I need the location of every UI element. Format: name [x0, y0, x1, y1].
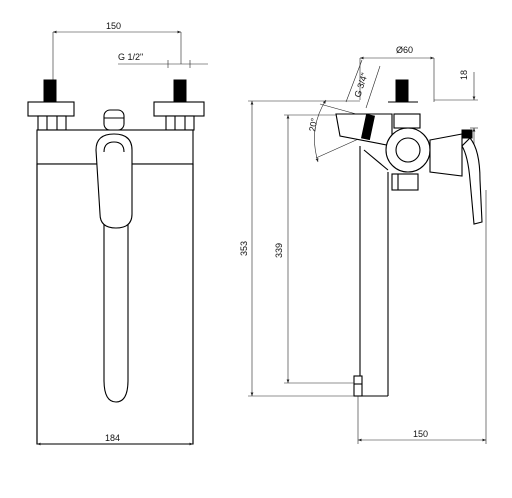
mixer-side-inner — [395, 137, 421, 163]
side-view: Ø60 18 G 3/4" 20° — [239, 45, 487, 444]
dim-outlet-angle-label: 20° — [307, 117, 319, 133]
handle-pivot-icon — [461, 129, 473, 139]
side-inlet-thread-icon — [395, 79, 409, 103]
dim-front-width-label: 184 — [105, 433, 120, 443]
dim-inlet-spacing-label: 150 — [106, 21, 121, 31]
right-wall-flange — [153, 101, 205, 117]
dim-outlet-thread-label: G 3/4" — [352, 72, 369, 99]
outlet-thread-leader — [365, 65, 381, 109]
left-inlet-thread-icon — [43, 79, 57, 103]
outlet-thread-band-icon — [360, 113, 376, 141]
dim-side-diameter-label: Ø60 — [396, 45, 413, 55]
dim-inlet-thread-label: G 1/2" — [118, 52, 143, 62]
side-bottom-fitting — [391, 173, 419, 191]
lever-handle-inner — [103, 141, 125, 153]
diverter-knob — [103, 109, 125, 131]
left-wall-flange — [27, 101, 75, 117]
lever-handle — [95, 133, 133, 229]
dim-spout-projection-label: 150 — [413, 429, 428, 439]
front-view: 150 G 1/2" — [27, 21, 208, 446]
spout-outlet-end — [353, 375, 363, 397]
spout-pipe — [103, 221, 129, 403]
right-inlet-thread-icon — [173, 79, 187, 103]
angle-arc — [314, 99, 327, 163]
dim-overall-height-label: 353 — [239, 241, 249, 256]
outlet-thread-leader — [345, 59, 363, 103]
lever-side — [461, 137, 483, 225]
side-body-mid — [363, 149, 389, 171]
handle-housing — [429, 133, 463, 177]
dim-side-offset-label: 18 — [459, 70, 469, 80]
side-connector-nut — [393, 113, 421, 129]
dim-spout-height-label: 339 — [274, 243, 284, 258]
right-connector-nut — [165, 115, 195, 131]
left-connector-nut — [37, 115, 67, 131]
